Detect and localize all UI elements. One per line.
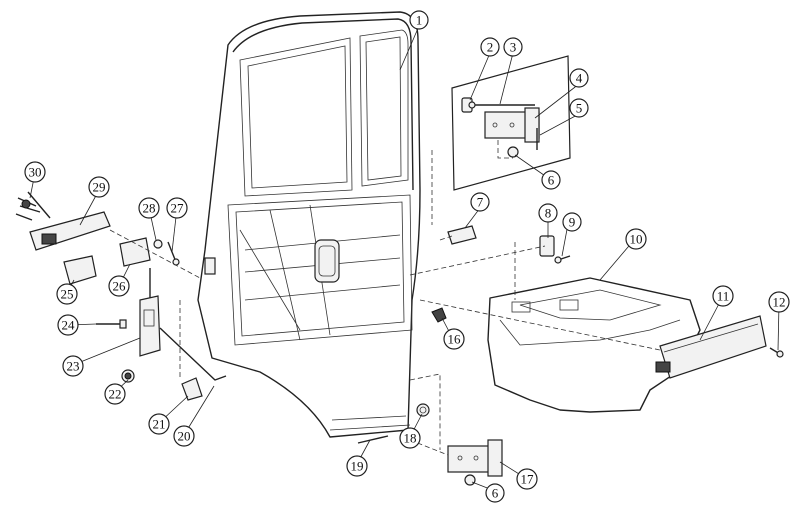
svg-text:25: 25: [61, 287, 74, 302]
handle-bracket-and-screw: [539, 235, 571, 264]
callout-30: 30: [24, 161, 46, 183]
screw-24: [96, 319, 127, 329]
callout-6-lower: 6: [485, 483, 505, 503]
callout-21: 21: [148, 413, 170, 435]
armrest: [655, 315, 767, 379]
stopper: [181, 377, 203, 401]
svg-text:2: 2: [487, 40, 494, 55]
svg-text:18: 18: [404, 431, 417, 446]
screw: [769, 347, 784, 358]
svg-text:7: 7: [477, 195, 484, 210]
svg-text:8: 8: [545, 206, 552, 221]
callout-24: 24: [57, 314, 79, 336]
svg-text:9: 9: [569, 215, 576, 230]
handle-cover-25: [63, 255, 97, 285]
svg-text:6: 6: [492, 486, 499, 501]
callout-8: 8: [538, 203, 558, 223]
callout-3: 3: [503, 37, 523, 57]
callout-19: 19: [346, 455, 368, 477]
door-latch: [139, 268, 161, 357]
callout-23: 23: [62, 355, 84, 377]
callout-22: 22: [104, 383, 126, 405]
callout-2: 2: [480, 37, 500, 57]
callout-5: 5: [569, 98, 589, 118]
washer-28: [153, 239, 163, 249]
upper-hinge-assembly: [451, 55, 571, 191]
svg-text:24: 24: [62, 318, 76, 333]
callout-20: 20: [173, 425, 195, 447]
svg-text:10: 10: [630, 232, 643, 247]
svg-text:1: 1: [416, 13, 423, 28]
svg-text:12: 12: [773, 295, 786, 310]
assembly-lines: [109, 150, 661, 456]
svg-text:5: 5: [576, 101, 583, 116]
svg-text:11: 11: [717, 289, 730, 304]
callout-12: 12: [768, 291, 790, 313]
door-shell: [197, 11, 421, 438]
outer-handle: [29, 211, 111, 251]
callout-27: 27: [166, 197, 188, 219]
lower-hinge: [447, 439, 503, 486]
callout-16: 16: [443, 328, 465, 350]
callout-28: 28: [138, 197, 160, 219]
svg-text:29: 29: [93, 180, 106, 195]
svg-text:16: 16: [448, 332, 462, 347]
svg-text:27: 27: [171, 201, 185, 216]
callout-18: 18: [399, 427, 421, 449]
svg-text:22: 22: [109, 387, 122, 402]
callout-29: 29: [88, 176, 110, 198]
key-set: [15, 191, 51, 221]
svg-text:17: 17: [521, 472, 535, 487]
svg-text:3: 3: [510, 40, 517, 55]
svg-text:26: 26: [113, 279, 127, 294]
callout-6-upper: 6: [541, 170, 561, 190]
svg-text:6: 6: [548, 173, 555, 188]
svg-text:20: 20: [178, 429, 191, 444]
svg-text:19: 19: [351, 459, 364, 474]
svg-text:28: 28: [143, 201, 156, 216]
svg-text:4: 4: [576, 71, 583, 86]
callout-labels: 1 2 3 4 5 6 7 8 9 10 11 12 16 17 6 18 19…: [24, 10, 790, 503]
bracket: [447, 225, 477, 245]
door-trim-panel: [487, 277, 701, 413]
clip: [431, 307, 447, 323]
svg-text:30: 30: [29, 165, 42, 180]
callout-11: 11: [712, 285, 734, 307]
handle-cover-26: [119, 237, 151, 267]
callout-1: 1: [409, 10, 429, 30]
callout-25: 25: [56, 283, 78, 305]
callout-7: 7: [470, 192, 490, 212]
callout-4: 4: [569, 68, 589, 88]
callout-9: 9: [562, 212, 582, 232]
svg-text:21: 21: [153, 417, 166, 432]
callout-26: 26: [108, 275, 130, 297]
seal-strip: [357, 435, 389, 444]
grommet: [416, 403, 430, 417]
lock-rod: [159, 327, 227, 381]
bushing: [121, 369, 135, 383]
callout-10: 10: [625, 228, 647, 250]
svg-text:23: 23: [67, 359, 80, 374]
callout-17: 17: [516, 468, 538, 490]
